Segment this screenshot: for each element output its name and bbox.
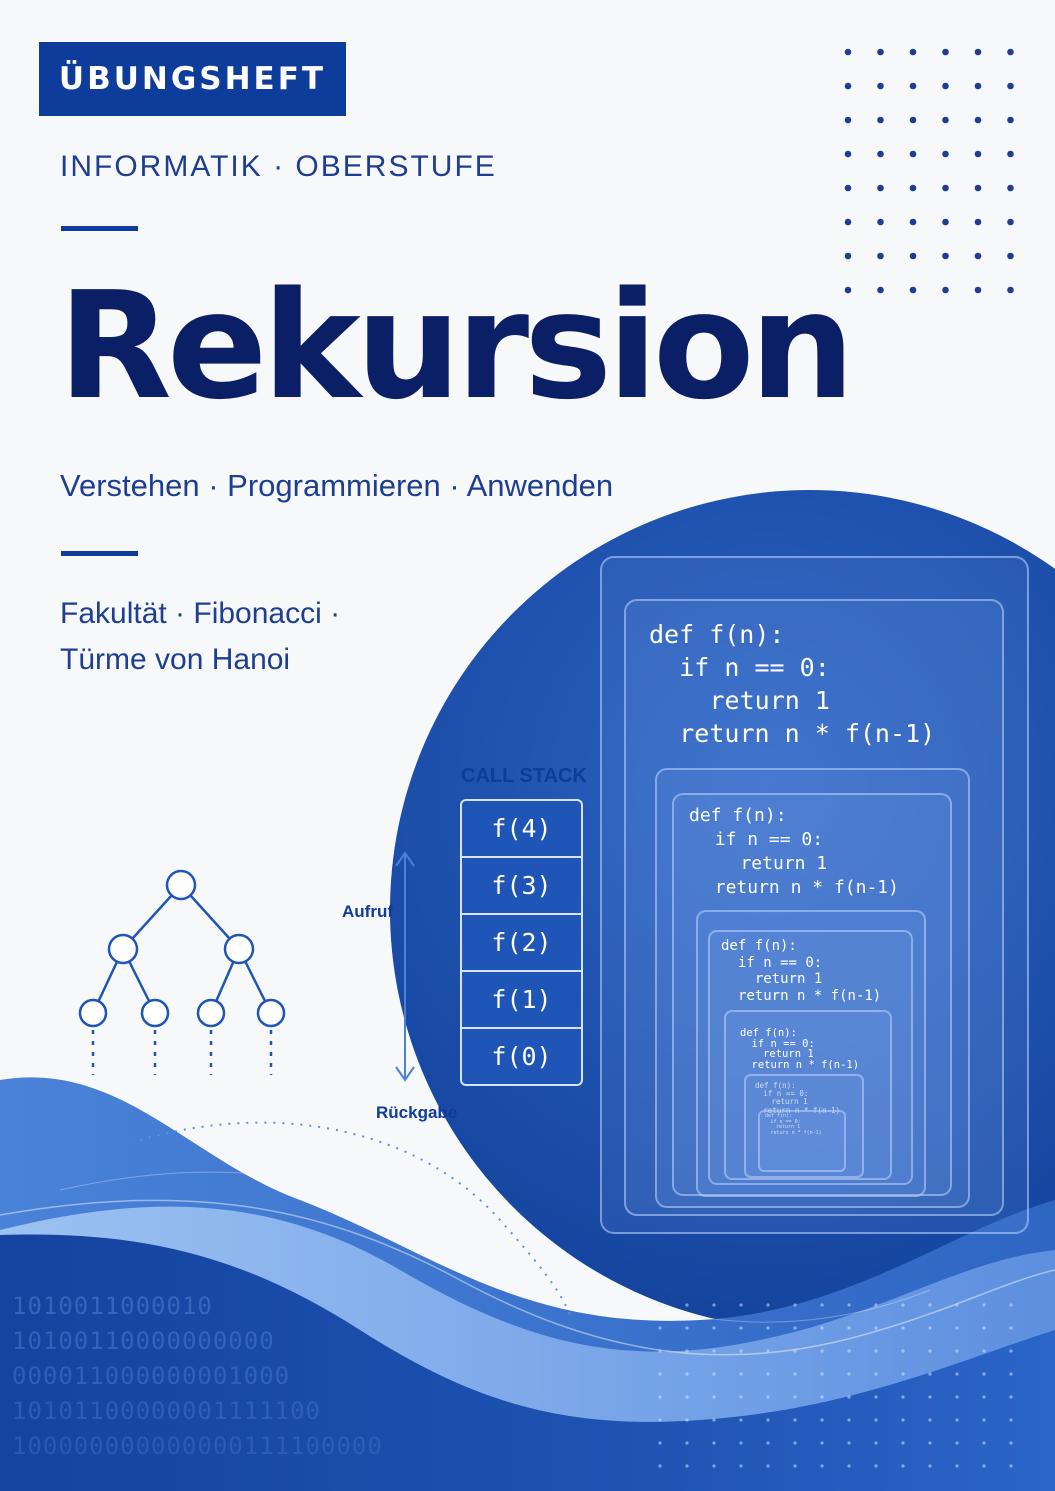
subject-line: INFORMATIK · OBERSTUFE — [60, 150, 497, 183]
code-line: if n == 0: — [751, 1037, 815, 1050]
binary-row: 10101100000001111100 — [12, 1397, 321, 1425]
wave-dark — [0, 1234, 1055, 1491]
worksheet-badge: ÜBUNGSHEFT — [39, 42, 346, 116]
dot-grid — [844, 48, 1014, 294]
code-frame — [672, 793, 952, 1196]
code-frame — [724, 1010, 892, 1180]
dot-field — [658, 1303, 1013, 1468]
code-frame — [655, 768, 970, 1208]
code-frame — [600, 556, 1029, 1234]
call-label: Aufruf — [342, 902, 393, 921]
binary-row: 000011000000001000 — [12, 1362, 291, 1390]
return-label: Rückgabe — [376, 1103, 458, 1122]
call-stack-label: CALL STACK — [461, 765, 587, 787]
code-line: def f(n): — [649, 620, 785, 649]
code-line: return n * f(n-1) — [770, 1129, 822, 1136]
topic-line-1: Fakultät · Fibonacci · — [60, 597, 341, 630]
binary-row: 10100110000000000 — [12, 1327, 275, 1355]
code-frame — [624, 599, 1004, 1216]
code-line: if n == 0: — [714, 829, 824, 850]
code-line: return 1 — [754, 971, 823, 987]
code-line: def f(n): — [721, 938, 797, 954]
cover-tagline: Verstehen · Programmieren · Anwenden — [60, 468, 614, 503]
code-line: if n == 0: — [737, 954, 823, 971]
call-stack-entry: f(0) — [491, 1042, 552, 1071]
code-line: return n * f(n-1) — [737, 987, 882, 1004]
code-line: return 1 — [763, 1048, 814, 1060]
divider-top — [61, 226, 138, 231]
divider-middle — [61, 551, 138, 556]
cover-title: Rekursion — [58, 260, 855, 432]
call-stack: f(4) f(3) f(2) f(1) f(0) — [460, 799, 583, 1086]
code-frame — [708, 930, 913, 1185]
code-line: return n * f(n-1) — [751, 1058, 860, 1071]
code-line: return n * f(n-1) — [714, 877, 899, 898]
code-line: if n == 0: — [770, 1118, 801, 1125]
call-stack-entry: f(1) — [462, 972, 581, 1029]
code-line: return 1 — [776, 1124, 801, 1130]
call-return-arrow-icon — [395, 851, 415, 1082]
call-stack-entry: f(2) — [462, 915, 581, 972]
code-line: def f(n): — [689, 805, 787, 826]
topic-line-2: Türme von Hanoi — [60, 643, 291, 676]
code-frame — [758, 1110, 846, 1172]
call-stack-entry: f(3) — [462, 858, 581, 915]
code-line: def f(n): — [740, 1027, 797, 1039]
binary-row: 1010011000010 — [12, 1292, 213, 1320]
code-line: if n == 0: — [679, 653, 830, 682]
code-line: return 1 — [740, 853, 828, 874]
binary-row: 100000000000000111100000 — [12, 1432, 383, 1460]
code-line: def f(n): — [755, 1081, 796, 1090]
code-line: def f(n): — [765, 1113, 793, 1119]
code-frame — [696, 910, 926, 1197]
code-line: return 1 — [771, 1097, 808, 1107]
code-line: return 1 — [709, 686, 830, 715]
code-line: if n == 0: — [763, 1089, 809, 1099]
call-stack-entry: f(4) — [462, 801, 581, 858]
code-line: return n * f(n-1) — [679, 719, 936, 748]
tree-icon — [78, 869, 286, 1075]
